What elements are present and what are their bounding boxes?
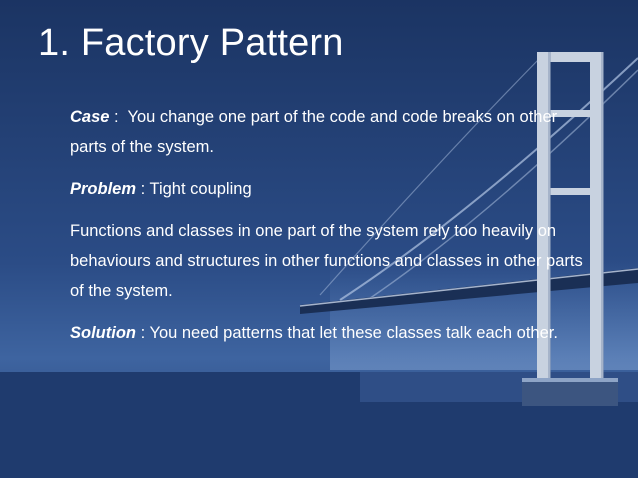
case-text: You change one part of the code and code… bbox=[70, 108, 558, 156]
problem-term: Problem bbox=[70, 180, 137, 198]
case-term: Case bbox=[70, 108, 110, 126]
solution-paragraph: Solution : You need patterns that let th… bbox=[70, 318, 585, 348]
slide-title: 1. Factory Pattern bbox=[38, 22, 344, 64]
problem-text: Tight coupling bbox=[149, 180, 252, 198]
solution-text: You need patterns that let these classes… bbox=[149, 324, 558, 342]
description-text: Functions and classes in one part of the… bbox=[70, 222, 583, 300]
slide-body: Case : You change one part of the code a… bbox=[70, 102, 585, 360]
case-paragraph: Case : You change one part of the code a… bbox=[70, 102, 585, 162]
solution-term: Solution bbox=[70, 324, 136, 342]
problem-separator: : bbox=[136, 180, 150, 198]
case-separator: : bbox=[109, 108, 128, 126]
solution-separator: : bbox=[135, 324, 150, 342]
problem-paragraph: Problem : Tight coupling bbox=[70, 174, 585, 204]
description-paragraph: Functions and classes in one part of the… bbox=[70, 216, 585, 306]
